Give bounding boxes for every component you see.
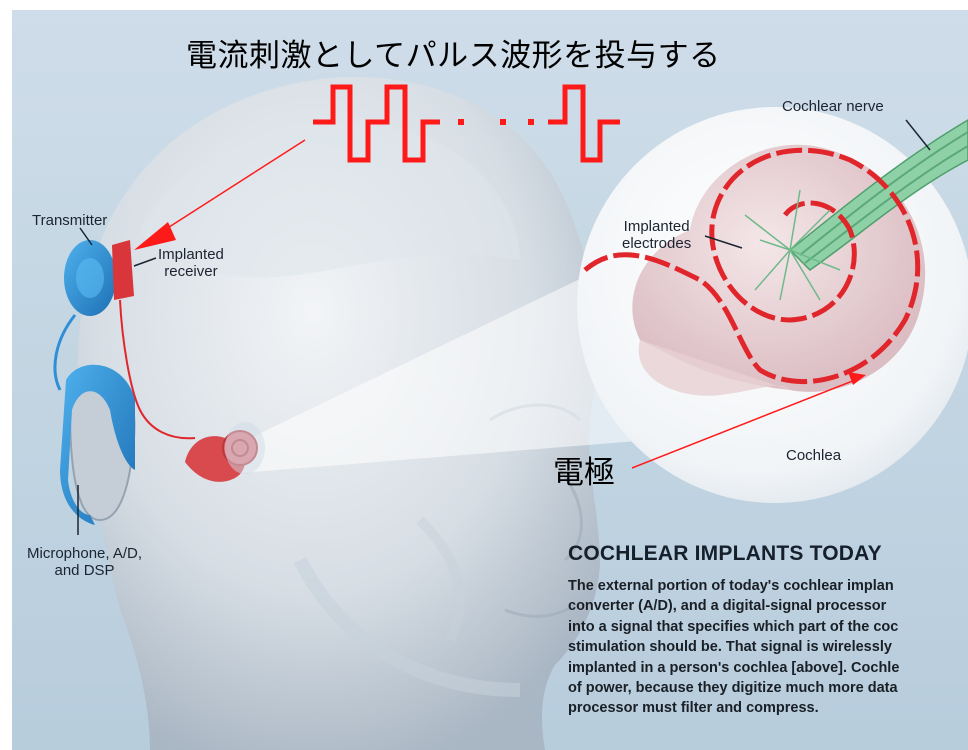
info-line: processor must filter and compress. [568,698,968,718]
info-line: implanted in a person's cochlea [above].… [568,658,968,678]
label-microphone: Microphone, A/D, and DSP [27,545,142,579]
info-line: of power, because they digitize much mor… [568,678,968,698]
label-implanted-electrodes: Implanted electrodes [622,218,691,252]
label-cochlear-nerve: Cochlear nerve [782,98,884,116]
cochlea-closeup [577,107,968,503]
info-body: The external portion of today's cochlear… [568,576,968,719]
info-line: The external portion of today's cochlear… [568,576,968,596]
info-line: converter (A/D), and a digital-signal pr… [568,596,968,616]
label-cochlea: Cochlea [786,447,841,465]
info-line: stimulation should be. That signal is wi… [568,637,968,657]
info-heading: COCHLEAR IMPLANTS TODAY [568,542,968,566]
electrode-caption: 電極 [553,447,615,492]
info-text-block: COCHLEAR IMPLANTS TODAY The external por… [568,542,968,719]
label-transmitter: Transmitter [32,212,107,230]
pulse-caption: 電流刺激としてパルス波形を投与する [186,30,721,75]
info-line: into a signal that specifies which part … [568,617,968,637]
label-implanted-receiver: Implanted receiver [158,246,224,280]
